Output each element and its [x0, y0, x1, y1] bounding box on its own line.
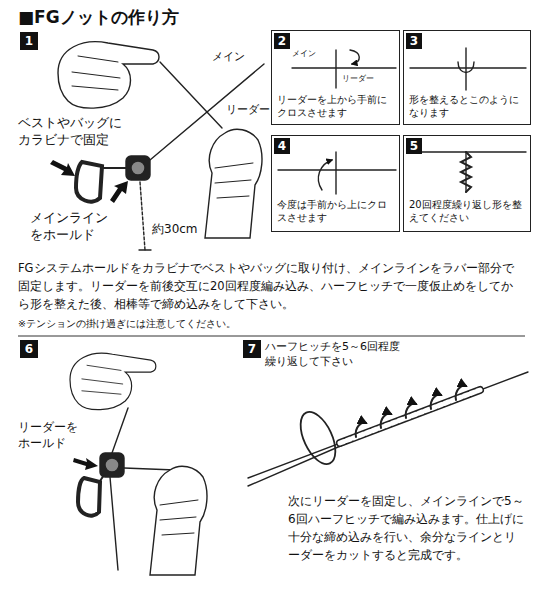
step4-figure	[278, 152, 396, 194]
leader-line	[465, 48, 466, 90]
step-number: 7	[243, 340, 261, 358]
step-panel: 形を整えるとこのようになります 3	[403, 30, 531, 125]
hand-crease	[72, 56, 120, 90]
step-number: 1	[20, 32, 38, 50]
main-line	[410, 67, 526, 68]
annotation: メイン	[292, 49, 316, 59]
leader-line	[112, 408, 128, 453]
step-panel: 今度は手前から上にクロスさせます 4	[271, 135, 400, 232]
hand-crease	[82, 365, 123, 394]
holder	[100, 453, 124, 477]
callout-number: 6	[25, 343, 33, 355]
title: ■FGノットの作り方	[18, 6, 179, 29]
main-line	[110, 477, 118, 570]
holder-rubber	[105, 458, 119, 472]
leader-line	[160, 62, 222, 128]
cross-arrow	[318, 160, 332, 190]
pointer-arrow	[110, 181, 128, 203]
callout-number: 4	[278, 140, 286, 152]
pointer-arrow	[73, 458, 98, 470]
step-number: 5	[406, 138, 422, 154]
callout-number: 3	[410, 35, 418, 47]
leader-line	[248, 444, 345, 486]
annotation: リーダー	[342, 74, 374, 84]
step7-figure	[248, 372, 528, 486]
annotation: リーダー	[226, 103, 270, 116]
instruction-text: 次にリーダーを固定し、メインラインで5～6回ハーフヒッチで編み込みます。仕上げに…	[288, 492, 526, 564]
main-line	[278, 169, 396, 170]
annotation: ハーフヒッチを5～6回程度繰り返して下さい	[265, 340, 405, 370]
separator	[18, 336, 525, 337]
carabiner	[78, 478, 100, 516]
dimension-line	[140, 182, 145, 250]
leader-line	[465, 152, 466, 192]
hand-crease	[160, 500, 198, 535]
hand-crease	[215, 163, 253, 198]
cross-arrow	[350, 50, 359, 64]
holder-cord	[102, 167, 126, 169]
braid-pattern	[340, 390, 480, 443]
step-caption: 今度は手前から上にクロスさせます	[277, 198, 394, 224]
wrap-arrow	[431, 395, 441, 409]
main-line	[410, 151, 526, 152]
braid	[461, 152, 471, 192]
braid	[340, 390, 480, 443]
leader-line	[124, 468, 175, 470]
step-number: 3	[406, 33, 422, 49]
step-panel: 20回程度繰り返し形を整えてください 5	[403, 135, 531, 232]
leader-line	[335, 152, 336, 194]
half-hitch-loop	[293, 407, 342, 470]
step3-figure	[410, 48, 526, 90]
step2-figure	[292, 50, 396, 88]
callout-number: 2	[278, 35, 286, 47]
leader-line	[335, 50, 336, 88]
wrap	[458, 62, 474, 73]
step6-figure	[70, 353, 207, 575]
main-line	[248, 372, 528, 478]
step-panel: リーダーを上から手前にクロスさせます 2	[271, 30, 400, 125]
step-number: 4	[274, 138, 290, 154]
note: ※テンションの掛け過ぎには注意してください。	[18, 318, 236, 329]
hand	[150, 466, 207, 575]
annotation: 約30cm	[152, 222, 198, 236]
annotation: メインラインをホールド	[30, 210, 116, 244]
annotation: リーダーをホールド	[18, 420, 82, 451]
callout-number: 7	[248, 343, 256, 355]
dimension-tick	[139, 249, 151, 250]
wrap-arrow	[356, 423, 366, 437]
wrap-arrow	[381, 414, 391, 428]
hand	[70, 353, 156, 409]
step-caption: 形を整えるとこのようになります	[409, 93, 525, 119]
callout-number: 5	[410, 140, 418, 152]
step5-figure	[410, 152, 526, 192]
carabiner	[76, 162, 102, 202]
instruction-text: FGシステムホールドをカラビナでベストやバッグに取り付け、メインラインをラバー部…	[18, 260, 523, 313]
wrap-arrow	[406, 404, 416, 418]
annotation: メイン	[212, 50, 245, 63]
holder	[126, 156, 150, 180]
main-line	[292, 67, 396, 68]
step-number: 2	[274, 33, 290, 49]
annotation: ベストやバッグにカラビナで固定	[18, 115, 130, 149]
hand	[205, 129, 262, 238]
step-caption: 20回程度繰り返し形を整えてください	[409, 198, 525, 224]
hand	[58, 42, 159, 108]
holder-rubber	[131, 161, 145, 175]
step-caption: リーダーを上から手前にクロスさせます	[277, 93, 394, 119]
pointer-arrow	[50, 160, 75, 176]
wrap-arrow	[456, 386, 466, 400]
callout-number: 1	[25, 35, 33, 47]
step-number: 6	[20, 340, 38, 358]
